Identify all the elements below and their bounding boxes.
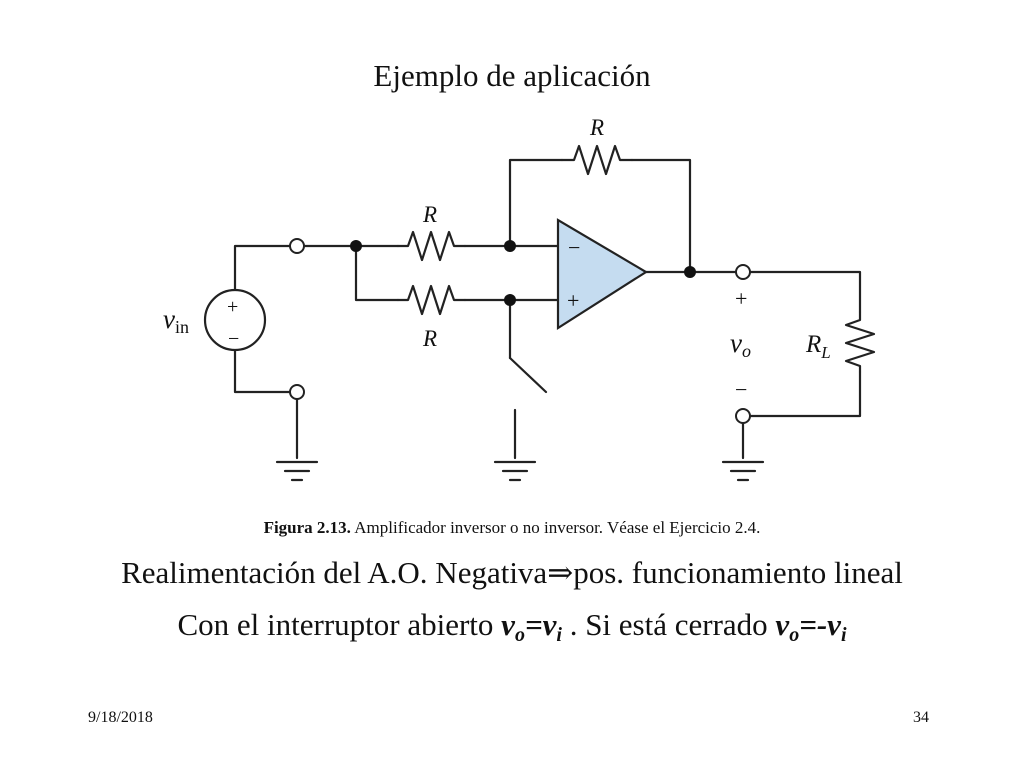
label-opamp-plus: + xyxy=(567,288,579,313)
junction-dot xyxy=(350,240,362,252)
footer-date: 9/18/2018 xyxy=(88,709,153,726)
resistor-load xyxy=(844,310,876,374)
terminal-output-top xyxy=(735,264,751,280)
label-output-plus: + xyxy=(735,286,747,311)
label-r-top: R xyxy=(422,202,437,227)
label-r-feedback: R xyxy=(589,115,604,140)
ground-symbol-right xyxy=(721,460,765,482)
text-line-1: Realimentación del A.O. Negativa⇒pos. fu… xyxy=(121,555,903,590)
label-vo: vo xyxy=(730,328,751,361)
wire-feedback-right xyxy=(630,158,692,274)
opamp-triangle xyxy=(556,218,649,331)
wire-load-bottom xyxy=(748,370,862,418)
switch-blade xyxy=(508,356,548,394)
resistor-top xyxy=(396,230,467,262)
label-rl: RL xyxy=(805,331,831,362)
junction-dot xyxy=(684,266,696,278)
ground-symbol-left xyxy=(275,460,319,482)
wire-input-top xyxy=(233,244,292,292)
label-opamp-minus: − xyxy=(568,235,580,260)
wire-input-bottom xyxy=(233,348,292,394)
ground-symbol-mid xyxy=(493,460,537,482)
terminal-output-bottom xyxy=(735,408,751,424)
label-vin: vin xyxy=(163,304,189,337)
figure-caption: Figura 2.13. Amplificador inversor o no … xyxy=(0,518,1024,538)
slide-title: Ejemplo de aplicación xyxy=(373,58,651,93)
caption-figure-number: Figura 2.13. xyxy=(263,518,351,537)
junction-dot xyxy=(504,294,516,306)
caption-text: Amplificador inversor o no inversor. Véa… xyxy=(354,518,761,537)
terminal-input-bottom xyxy=(289,384,305,400)
label-source-minus: − xyxy=(228,328,239,350)
label-r-bottom: R xyxy=(422,326,437,351)
junction-dot xyxy=(504,240,516,252)
resistor-feedback xyxy=(560,144,634,176)
text-line-2: Con el interruptor abierto vo=vi . Si es… xyxy=(177,607,847,646)
wire-load-top xyxy=(748,270,862,314)
resistor-bottom xyxy=(396,284,467,316)
footer-page-number: 34 xyxy=(913,709,929,726)
wire-split xyxy=(354,244,400,302)
implies-arrow: ⇒ xyxy=(547,555,574,590)
terminal-input-top xyxy=(289,238,305,254)
label-output-minus: − xyxy=(735,377,747,402)
label-source-plus: + xyxy=(227,296,238,318)
voltage-source xyxy=(203,288,267,352)
wire-feedback-left xyxy=(508,158,564,248)
